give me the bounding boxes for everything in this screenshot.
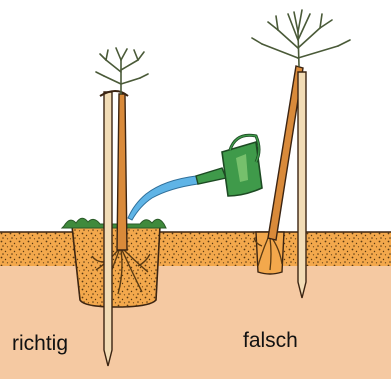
tree-trunk-correct bbox=[117, 94, 127, 250]
watering-can-icon bbox=[128, 135, 262, 220]
crown-correct bbox=[96, 48, 148, 94]
label-correct: richtig bbox=[12, 333, 68, 354]
label-wrong: falsch bbox=[243, 330, 298, 351]
support-stake-wrong bbox=[298, 72, 306, 298]
support-stake-correct bbox=[104, 92, 112, 366]
water-stream bbox=[128, 176, 198, 220]
grass-tufts bbox=[62, 218, 166, 228]
crown-wrong bbox=[252, 10, 350, 66]
